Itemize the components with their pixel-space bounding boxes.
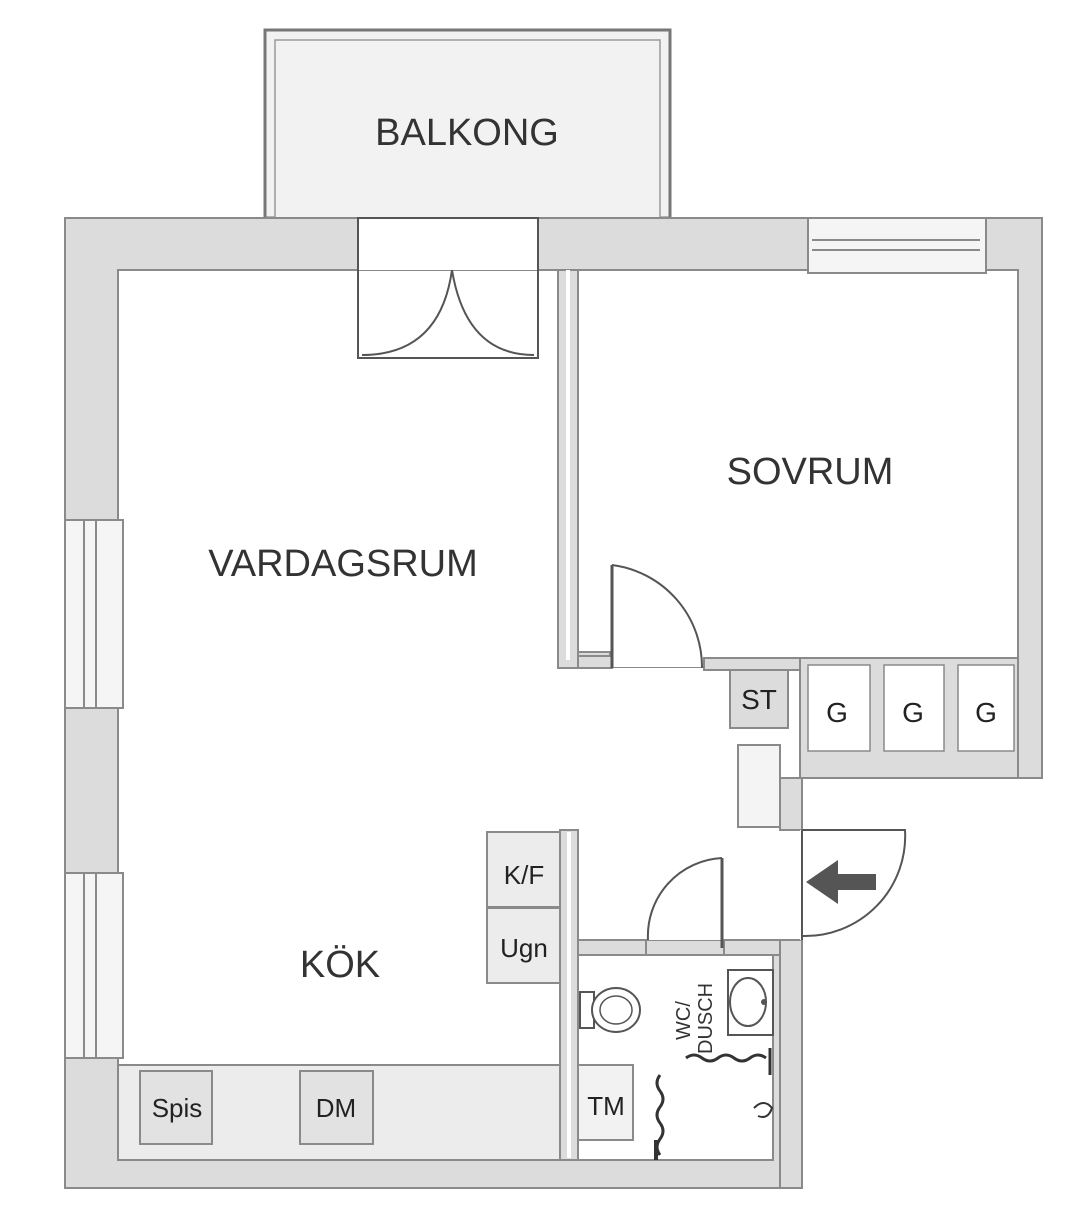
svg-text:DUSCH: DUSCH [695,983,717,1054]
fridge-freezer [486,831,561,908]
bathroom-door [646,857,724,948]
wardrobe-label-1: G [826,697,848,728]
washing-machine-label: TM [587,1091,625,1121]
svg-text:WC/: WC/ [673,1001,695,1040]
dishwasher-label: DM [316,1093,356,1123]
kitchen-label: KÖK [300,944,380,986]
balcony-door [357,217,539,359]
stove-label: Spis [152,1093,203,1123]
oven-label: Ugn [500,933,548,963]
wardrobe-label-2: G [902,697,924,728]
oven [486,907,561,984]
stove [139,1070,213,1145]
interior-walls [557,269,1019,1189]
bedroom-label: SOVRUM [727,451,894,493]
entrance-arrow-icon [806,860,876,904]
windows [64,217,987,1059]
dishwasher [299,1070,374,1145]
bathroom-label: WC/ DUSCH [673,983,717,1054]
fridge-freezer-label: K/F [504,860,544,890]
balcony-label: BALKONG [375,112,559,154]
washing-machine [577,1064,634,1141]
storage-label: ST [741,684,777,715]
shower-curtain-icon [654,1048,774,1160]
sink-icon [727,969,774,1036]
balcony [263,28,672,220]
toilet-icon [579,987,641,1033]
bedroom-door [610,564,704,669]
living-room-label: VARDAGSRUM [208,543,478,585]
wardrobe-label-3: G [975,697,997,728]
kitchen-counter [117,831,561,1161]
bathroom-fixtures [577,969,774,1160]
hall-cabinet [729,669,789,828]
